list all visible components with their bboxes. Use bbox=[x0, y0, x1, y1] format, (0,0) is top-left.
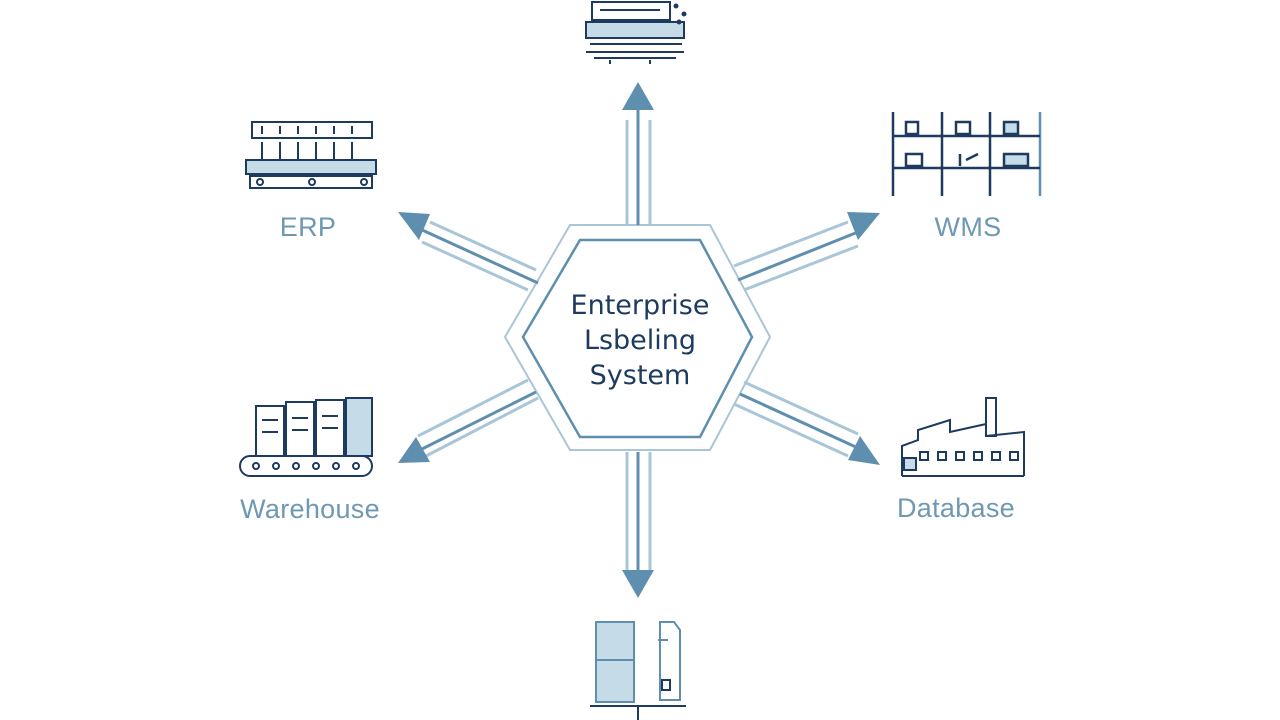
center-title-line-3: System bbox=[589, 360, 691, 391]
center-title-line-1: Enterprise bbox=[570, 290, 710, 321]
node-label-wms: WMS bbox=[934, 212, 1002, 242]
connector-top bbox=[622, 82, 654, 225]
node-label-erp: ERP bbox=[279, 212, 337, 242]
warehouse-shelving-icon bbox=[891, 112, 1042, 196]
arrowhead-erp bbox=[398, 212, 430, 240]
center-node-title: Enterprise Lsbeling System bbox=[510, 288, 770, 393]
connector-erp bbox=[398, 212, 539, 292]
printer-machine-icon bbox=[585, 1, 687, 64]
label-printer-rack-icon bbox=[245, 121, 377, 189]
node-label-warehouse: Warehouse bbox=[240, 494, 380, 524]
connector-wms bbox=[733, 212, 880, 292]
center-title-line-2: Lsbeling bbox=[583, 325, 697, 356]
connector-bottom bbox=[622, 452, 654, 598]
factory-icon bbox=[901, 397, 1025, 477]
arrowhead-top bbox=[622, 82, 654, 110]
arrowhead-database bbox=[848, 436, 880, 465]
node-label-database: Database bbox=[897, 493, 1015, 523]
arrowhead-bottom bbox=[622, 570, 654, 598]
conveyor-printers-icon bbox=[239, 397, 373, 477]
connector-database bbox=[733, 380, 880, 465]
arrowhead-warehouse bbox=[398, 437, 430, 463]
central-hexagon bbox=[503, 224, 772, 451]
arrowhead-wms bbox=[847, 212, 880, 240]
connector-warehouse bbox=[398, 378, 539, 463]
kiosk-terminal-icon bbox=[590, 621, 686, 720]
